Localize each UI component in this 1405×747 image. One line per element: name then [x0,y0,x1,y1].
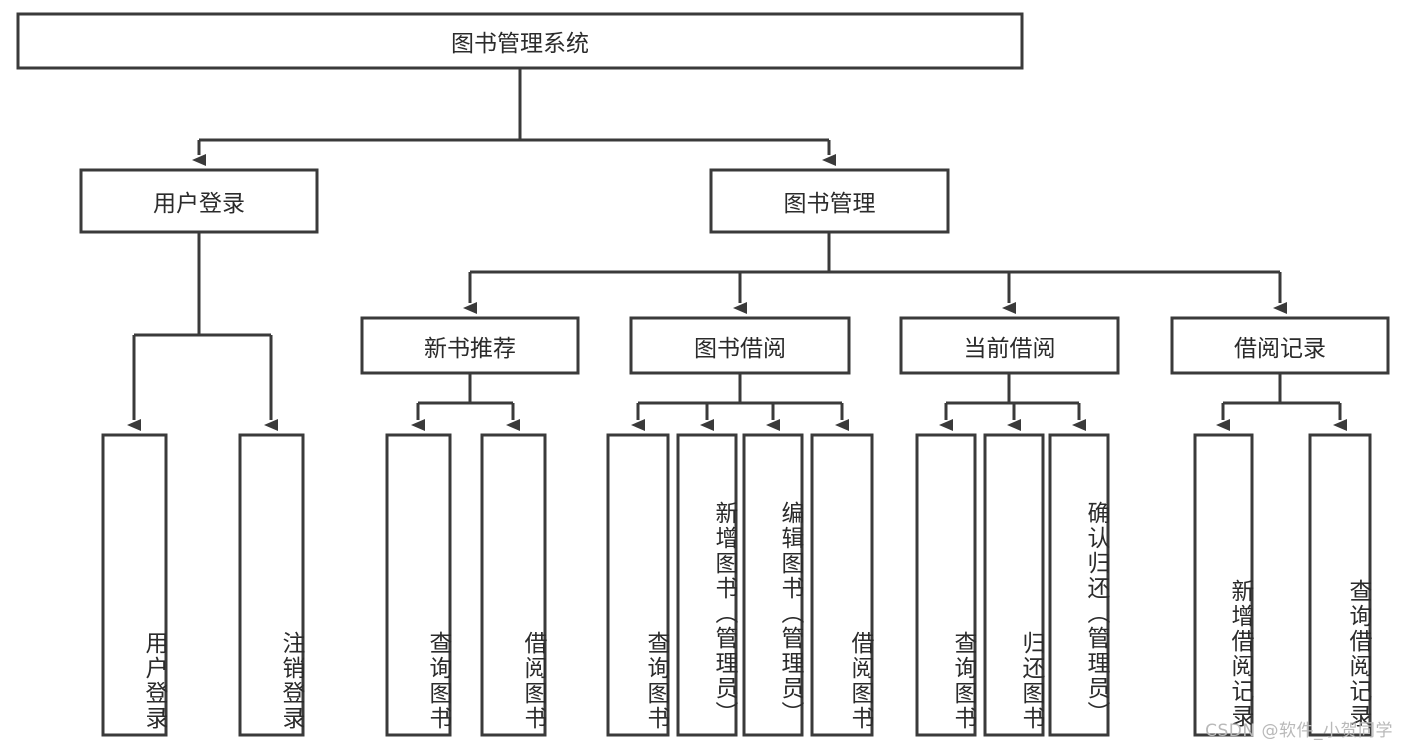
node-box-user-login[interactable] [79,168,319,234]
node-box-leaf-user-login[interactable] [101,433,168,737]
edge-group-root-to-level2 [192,68,836,166]
node-box-leaf-logout-login[interactable] [238,433,305,737]
node-box-leaf-add-borrow-record[interactable] [1193,433,1254,737]
node-box-leaf-edit-book-admin[interactable] [742,433,804,737]
edge-group-book-borrow-to-leaves [631,373,849,431]
node-box-leaf-borrow-book-2[interactable] [810,433,874,737]
node-box-leaf-query-book-1[interactable] [385,433,452,737]
node-box-leaf-confirm-return-admin[interactable] [1048,433,1110,737]
node-box-current-borrow[interactable] [899,316,1120,375]
watermark: CSDN @软件_小贺同学 [1205,721,1393,741]
node-box-new-book-recommend[interactable] [360,316,580,375]
node-box-borrow-record[interactable] [1170,316,1390,375]
node-box-leaf-query-book-2[interactable] [606,433,670,737]
node-box-leaf-return-book[interactable] [983,433,1045,737]
edge-group-user-login-to-leaves [127,232,278,431]
edge-group-new-book-recommend-to-leaves [411,373,520,431]
node-box-leaf-query-borrow-record[interactable] [1308,433,1372,737]
edge-group-current-borrow-to-leaves [939,373,1086,431]
node-box-root[interactable] [16,12,1024,70]
node-box-book-manage[interactable] [709,168,950,234]
node-box-leaf-add-book-admin[interactable] [676,433,738,737]
node-box-leaf-query-book-3[interactable] [915,433,977,737]
edge-group-borrow-record-to-leaves [1216,373,1347,431]
node-box-book-borrow[interactable] [629,316,851,375]
node-box-leaf-borrow-book-1[interactable] [480,433,547,737]
node-box-layer [16,12,1390,737]
edge-group-book-manage-to-level3 [463,232,1287,314]
